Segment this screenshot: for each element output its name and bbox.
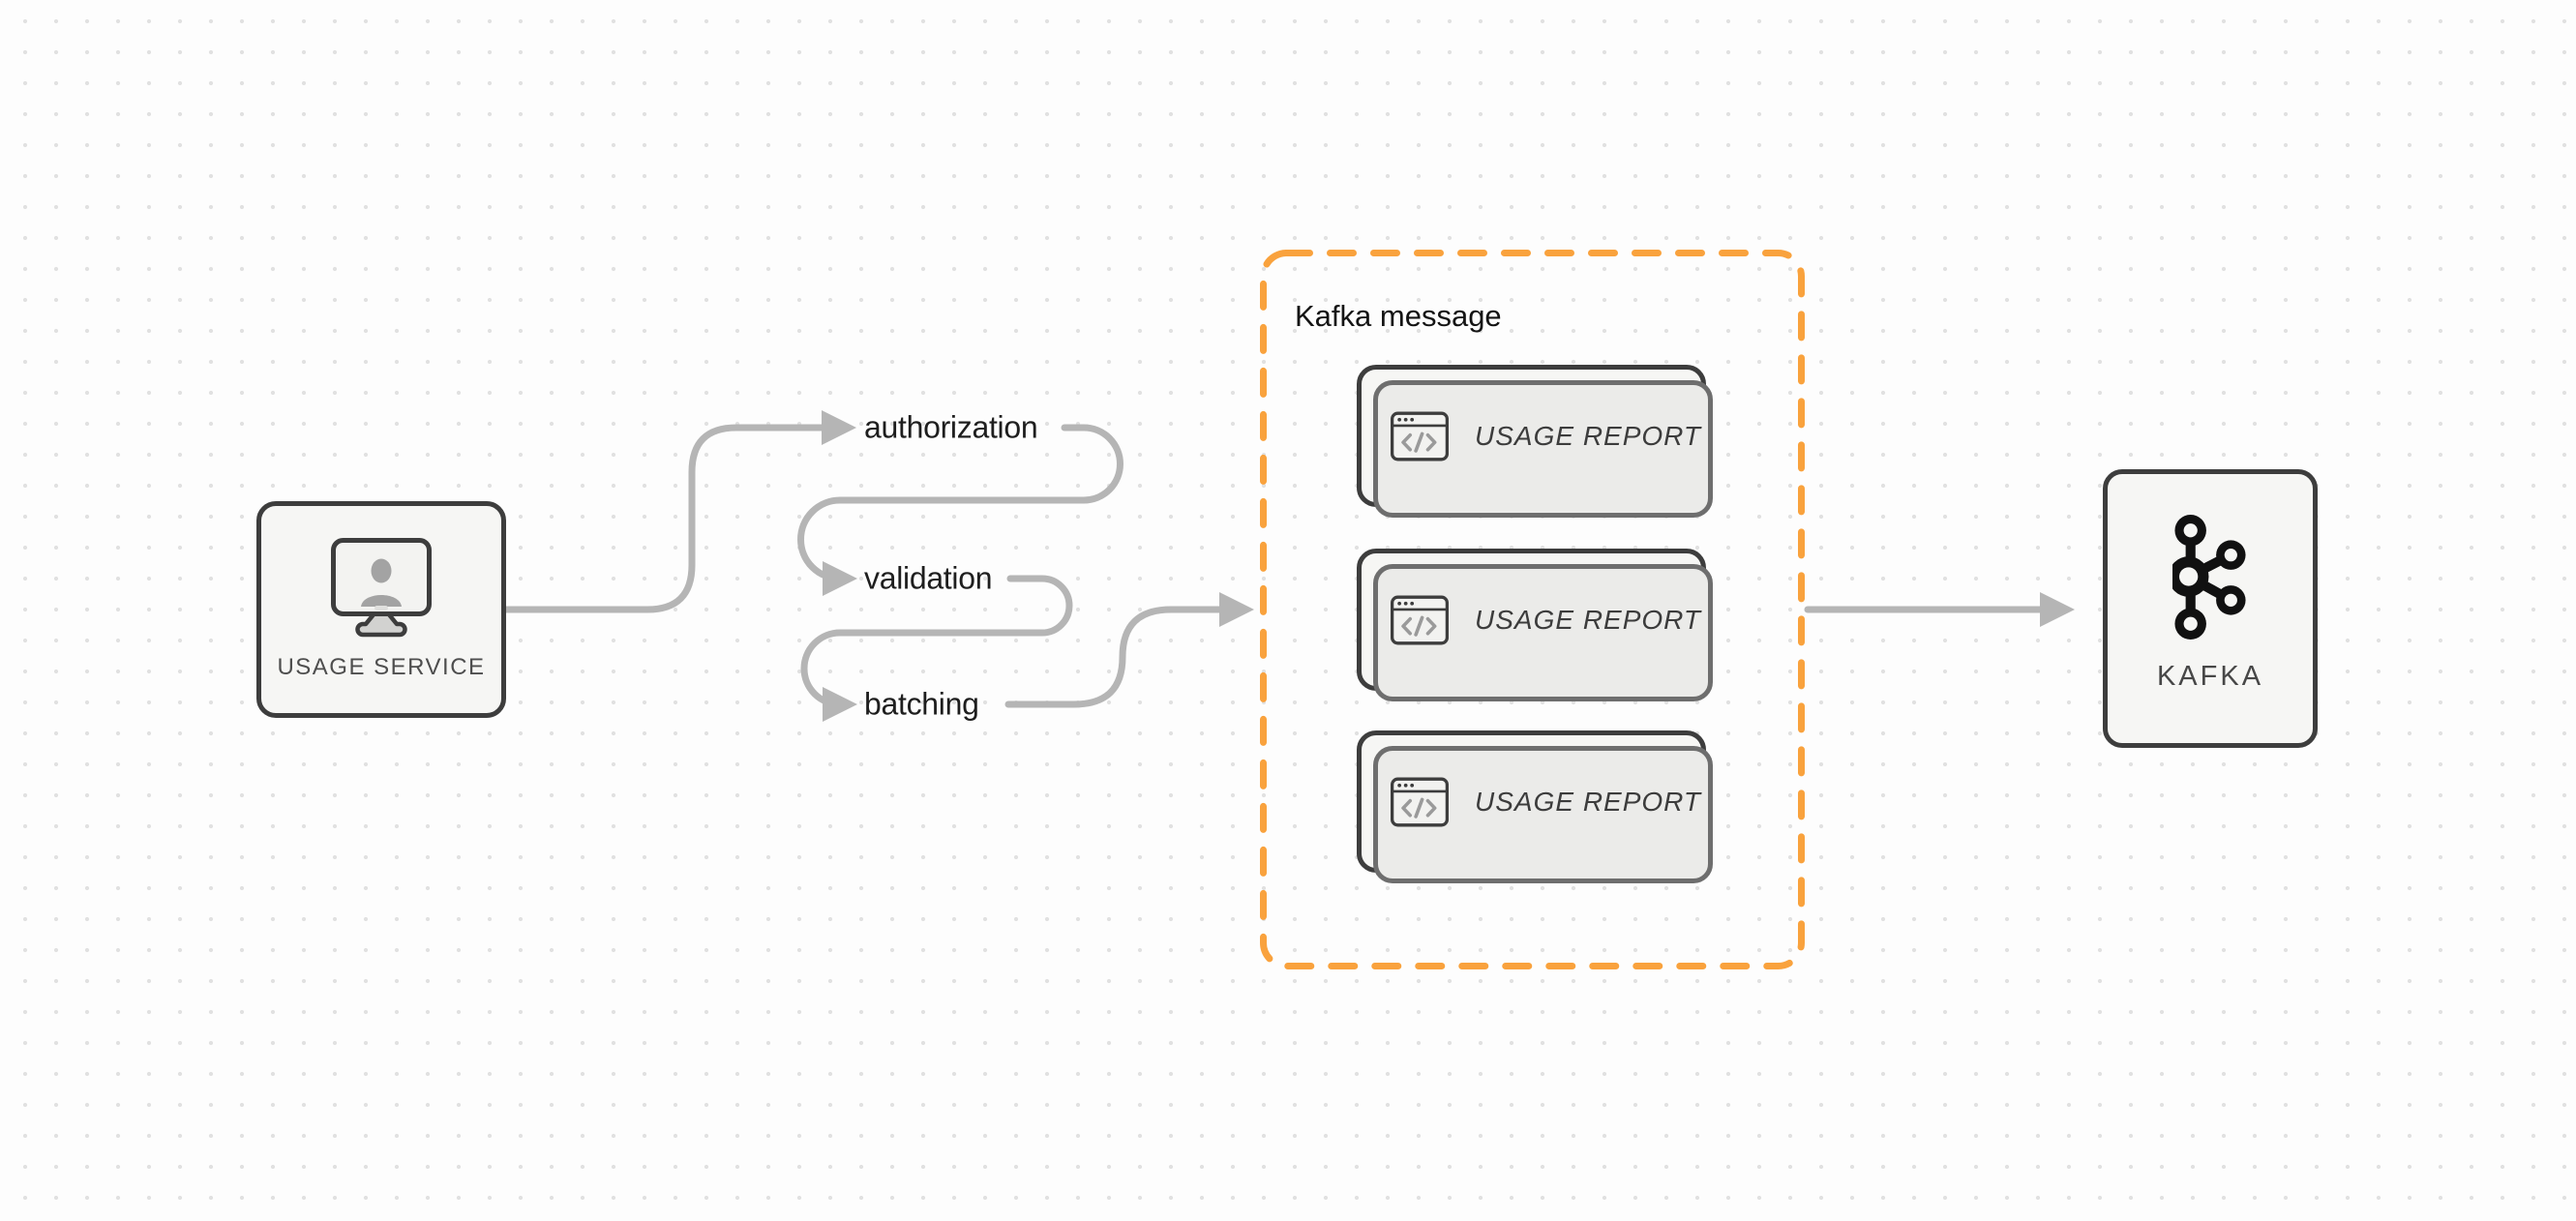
code-window-icon xyxy=(1391,411,1450,461)
connector-validation-to-batching xyxy=(800,575,1073,722)
dashed-group-border xyxy=(1260,250,1805,969)
usage-report-label: USAGE REPORT xyxy=(1475,420,1701,451)
kafka-message-title: Kafka message xyxy=(1295,299,1502,333)
connector-authorization-to-validation xyxy=(797,424,1123,596)
usage-report-card: USAGE REPORT xyxy=(1357,549,1713,701)
usage-report-card: USAGE REPORT xyxy=(1357,365,1713,518)
connector-batching-to-kafka-message xyxy=(1004,592,1254,708)
kafka-message-group: Kafka message USAGE REPORT USAGE REPORT xyxy=(1260,250,1805,969)
connector-usage-service-to-authorization xyxy=(501,410,856,613)
code-window-icon xyxy=(1391,777,1450,826)
flow-label-authorization: authorization xyxy=(864,409,1038,445)
usage-report-label: USAGE REPORT xyxy=(1475,786,1701,817)
monitor-user-icon xyxy=(331,538,432,638)
code-window-icon xyxy=(1391,595,1450,644)
usage-service-label: USAGE SERVICE xyxy=(277,654,486,680)
usage-report-label: USAGE REPORT xyxy=(1475,604,1701,635)
usage-service-node: USAGE SERVICE xyxy=(256,501,506,718)
kafka-node: KAFKA xyxy=(2103,469,2318,748)
usage-report-card: USAGE REPORT xyxy=(1357,730,1713,883)
kafka-label: KAFKA xyxy=(2156,660,2264,692)
kafka-logo-icon xyxy=(2172,514,2246,640)
flow-label-validation: validation xyxy=(864,560,993,596)
flow-label-batching: batching xyxy=(864,686,979,722)
connector-kafka-message-to-kafka xyxy=(1804,592,2075,627)
